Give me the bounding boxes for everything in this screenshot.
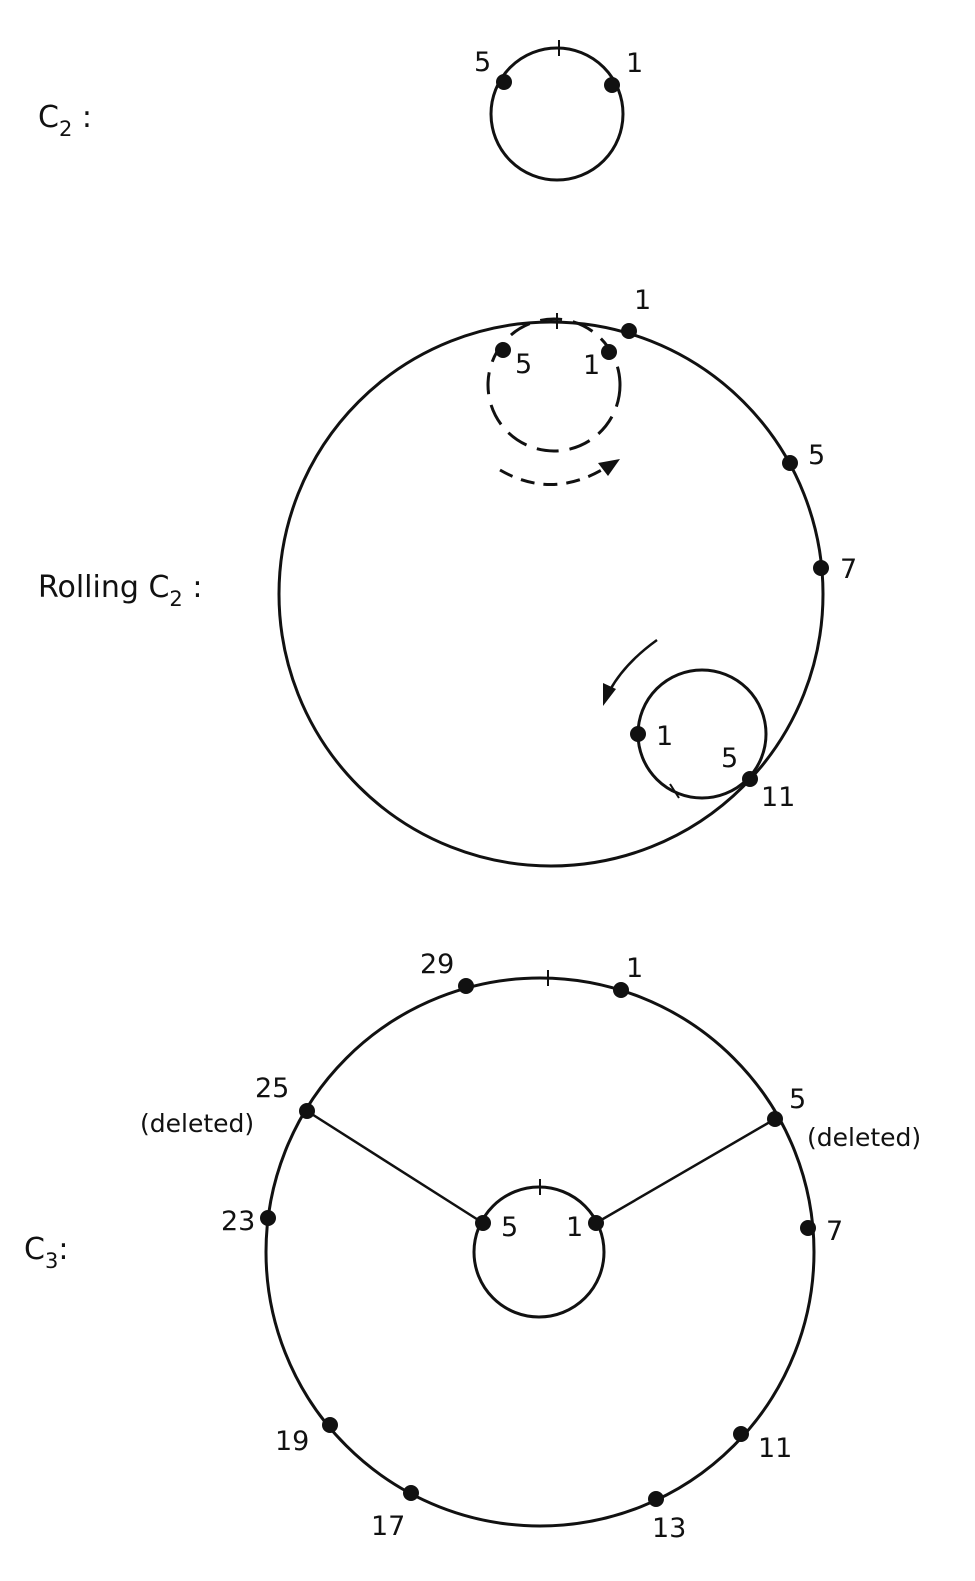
c3-outer-circle <box>264 976 816 1528</box>
c3-inner-circle <box>472 1185 606 1319</box>
rolling-dashed-arrow-arc <box>499 466 606 486</box>
rolling-arrow-arc <box>608 638 658 691</box>
c3-point-29 <box>458 978 474 994</box>
c3-point-5 <box>767 1111 783 1127</box>
c3-point-25 <box>299 1103 315 1119</box>
panel-c2-label: C2 : <box>38 100 92 141</box>
rolling-start-point-1 <box>601 344 617 360</box>
c3-deleted-note-5: (deleted) <box>807 1123 921 1152</box>
c3-point-23 <box>260 1210 276 1226</box>
panel-c3-label: C3: <box>24 1232 68 1273</box>
rolling-outer-label-5: 5 <box>808 440 825 471</box>
panel-rolling-label: Rolling C2 : <box>38 570 202 611</box>
c3-label-19: 19 <box>275 1426 309 1457</box>
rolling-outer-label-1: 1 <box>634 285 651 316</box>
c3-label-23: 23 <box>221 1206 255 1237</box>
rolling-outer-point-5 <box>782 455 798 471</box>
c3-point-19 <box>322 1417 338 1433</box>
c3-label-17: 17 <box>371 1511 405 1542</box>
rolling-dashed-arrow-head <box>598 459 620 476</box>
rolling-outer-label-7: 7 <box>840 554 857 585</box>
c3-inner-label-5: 5 <box>501 1212 518 1243</box>
rolling-start-dashed-circle <box>486 317 622 453</box>
rolling-outer-point-7 <box>813 560 829 576</box>
c3-label-5: 5 <box>789 1084 806 1115</box>
rolling-start-point-5 <box>495 342 511 358</box>
panel-rolling-c2: Rolling C2 : 1 5 7 11 5 1 1 5 <box>38 285 857 868</box>
c3-point-11 <box>733 1426 749 1442</box>
c2-label-1: 1 <box>626 48 643 79</box>
c3-inner-point-5 <box>475 1215 491 1231</box>
c3-label-7: 7 <box>826 1216 843 1247</box>
c3-inner-point-1 <box>588 1215 604 1231</box>
c2-label-5: 5 <box>474 47 491 78</box>
c3-point-13 <box>648 1491 664 1507</box>
rolling-end-label-5: 5 <box>721 743 738 774</box>
c2-point-5 <box>496 74 512 90</box>
rolling-start-label-5: 5 <box>515 349 532 380</box>
rolling-arrow-head <box>603 683 616 706</box>
c3-deleted-note-25: (deleted) <box>140 1109 254 1138</box>
c3-connector-25-5 <box>306 1109 484 1225</box>
panel-c3: C3: 5 1 29 1 25 5 23 7 19 11 17 13 (dele… <box>24 949 921 1544</box>
rolling-end-tick <box>669 783 680 799</box>
panel-c2: C2 : 5 1 <box>38 40 643 182</box>
c3-connector-5-1 <box>595 1117 776 1225</box>
c3-point-1 <box>613 982 629 998</box>
rolling-start-label-1: 1 <box>583 350 600 381</box>
c2-circle <box>489 46 625 182</box>
c3-label-13: 13 <box>652 1513 686 1544</box>
c2-point-1 <box>604 77 620 93</box>
rolling-outer-circle <box>277 320 825 868</box>
c3-label-11: 11 <box>758 1433 792 1464</box>
c3-point-7 <box>800 1220 816 1236</box>
rolling-outer-point-11 <box>742 771 758 787</box>
c3-label-1: 1 <box>626 953 643 984</box>
c3-label-25: 25 <box>255 1073 289 1104</box>
c3-inner-label-1: 1 <box>566 1212 583 1243</box>
rolling-outer-label-11: 11 <box>761 782 795 813</box>
c3-point-17 <box>403 1485 419 1501</box>
c3-label-29: 29 <box>420 949 454 980</box>
rolling-outer-point-1 <box>621 323 637 339</box>
rolling-end-label-1: 1 <box>656 721 673 752</box>
rolling-end-point-1 <box>630 726 646 742</box>
